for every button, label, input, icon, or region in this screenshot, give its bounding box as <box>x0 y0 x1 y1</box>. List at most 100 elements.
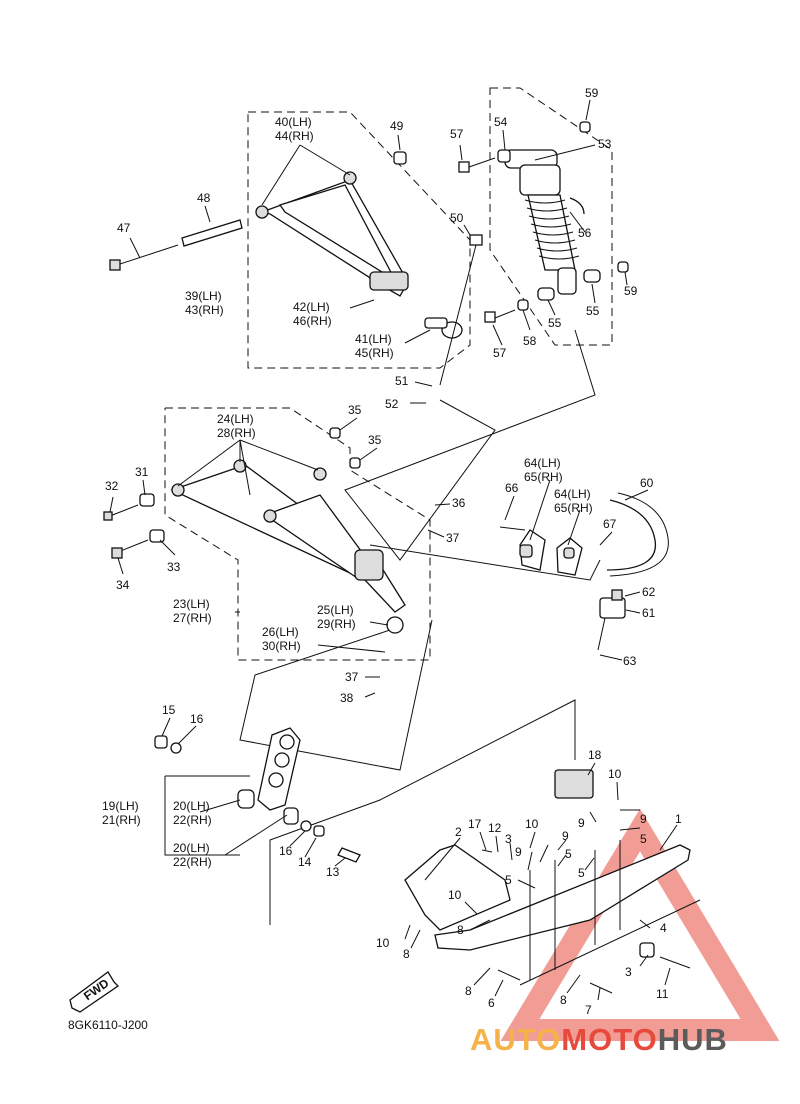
watermark-part-moto: MOTO <box>561 1022 658 1057</box>
label-9a: 9 <box>640 812 647 826</box>
label-59a: 59 <box>585 86 599 100</box>
label-21: 21(RH) <box>102 813 141 827</box>
label-58: 58 <box>523 334 537 348</box>
label-52: 52 <box>385 397 399 411</box>
label-47: 47 <box>117 221 131 235</box>
leader-lines <box>109 99 678 1001</box>
label-35a: 35 <box>348 403 362 417</box>
label-41: 41(LH) <box>355 332 392 346</box>
label-39: 39(LH) <box>185 289 222 303</box>
label-28: 28(RH) <box>217 426 256 440</box>
label-8b: 8 <box>403 947 410 961</box>
shock-bushings <box>458 121 629 323</box>
label-9b: 9 <box>578 816 585 830</box>
bracket-61 <box>597 589 626 651</box>
label-31: 31 <box>135 465 149 479</box>
steering-arm <box>499 526 583 576</box>
label-45: 45(RH) <box>355 346 394 360</box>
label-16a: 16 <box>190 712 204 726</box>
label-10c: 10 <box>448 888 462 902</box>
label-5b: 5 <box>565 847 572 861</box>
upper-arm-group-outline <box>247 111 471 369</box>
label-57b: 57 <box>493 346 507 360</box>
label-19: 19(LH) <box>102 799 139 813</box>
label-24: 24(LH) <box>217 412 254 426</box>
watermark-logo: AUTOMOTOHUB <box>470 1022 728 1058</box>
label-9d: 9 <box>515 845 522 859</box>
upper-arm-shaft <box>109 219 243 271</box>
label-65b: 65(RH) <box>554 501 593 515</box>
label-35b: 35 <box>368 433 382 447</box>
label-5a: 5 <box>640 832 647 846</box>
label-42: 42(LH) <box>293 300 330 314</box>
label-8a: 8 <box>457 923 464 937</box>
label-37a: 37 <box>446 531 460 545</box>
label-15: 15 <box>162 703 176 717</box>
label-56: 56 <box>578 226 592 240</box>
label-22a: 22(RH) <box>173 813 212 827</box>
label-37b: 37 <box>345 670 359 684</box>
fwd-badge: FWD <box>69 971 120 1013</box>
ski <box>404 769 701 994</box>
label-1: 1 <box>675 812 682 826</box>
label-23: 23(LH) <box>173 597 210 611</box>
upper-a-arm <box>259 179 409 297</box>
watermark-triangle <box>500 808 780 1041</box>
label-20a: 20(LH) <box>173 799 210 813</box>
label-8c: 8 <box>465 984 472 998</box>
label-55b: 55 <box>548 316 562 330</box>
label-30: 30(RH) <box>262 639 301 653</box>
label-22b: 22(RH) <box>173 855 212 869</box>
label-34: 34 <box>116 578 130 592</box>
label-6: 6 <box>488 996 495 1010</box>
label-10a: 10 <box>608 767 622 781</box>
label-10d: 10 <box>376 936 390 950</box>
label-29: 29(RH) <box>317 617 356 631</box>
upper-arm-bushings <box>255 151 407 219</box>
lower-a-arm <box>170 464 406 634</box>
label-36: 36 <box>452 496 466 510</box>
label-62: 62 <box>642 585 656 599</box>
label-10b: 10 <box>525 817 539 831</box>
label-5d: 5 <box>578 866 585 880</box>
shock-group-outline <box>489 87 613 346</box>
label-18: 18 <box>588 748 602 762</box>
label-11: 11 <box>656 987 669 1001</box>
label-16b: 16 <box>279 844 293 858</box>
label-48: 48 <box>197 191 211 205</box>
label-38: 38 <box>340 691 354 705</box>
label-57a: 57 <box>450 127 464 141</box>
label-46: 46(RH) <box>293 314 332 328</box>
label-17: 17 <box>468 817 482 831</box>
link-lines <box>164 329 601 925</box>
label-2: 2 <box>455 825 462 839</box>
label-66: 66 <box>505 481 519 495</box>
label-32: 32 <box>105 479 119 493</box>
bolt-50 <box>439 234 483 386</box>
label-7: 7 <box>585 1003 592 1017</box>
part-labels: 40(LH) 44(RH) 49 48 47 39(LH) 43(RH) 42(… <box>102 86 682 1017</box>
label-55a: 55 <box>586 304 600 318</box>
label-5c: 5 <box>505 873 512 887</box>
label-51: 51 <box>395 374 409 388</box>
label-3a: 3 <box>505 832 512 846</box>
label-33: 33 <box>167 560 181 574</box>
label-59b: 59 <box>624 284 638 298</box>
watermark-part-auto: AUTO <box>470 1022 562 1057</box>
lower-arm-group-outline <box>164 407 431 661</box>
label-50: 50 <box>450 211 464 225</box>
label-26: 26(LH) <box>262 625 299 639</box>
label-9c: 9 <box>562 829 569 843</box>
label-4: 4 <box>660 921 667 935</box>
label-8d: 8 <box>560 993 567 1007</box>
label-44: 44(RH) <box>275 129 314 143</box>
label-20b: 20(LH) <box>173 841 210 855</box>
label-64b: 64(LH) <box>554 487 591 501</box>
label-43: 43(RH) <box>185 303 224 317</box>
label-63: 63 <box>623 654 637 668</box>
label-65a: 65(RH) <box>524 470 563 484</box>
label-64a: 64(LH) <box>524 456 561 470</box>
label-40: 40(LH) <box>275 115 312 129</box>
shock-absorber <box>504 149 585 295</box>
watermark-part-hub: HUB <box>657 1022 728 1057</box>
